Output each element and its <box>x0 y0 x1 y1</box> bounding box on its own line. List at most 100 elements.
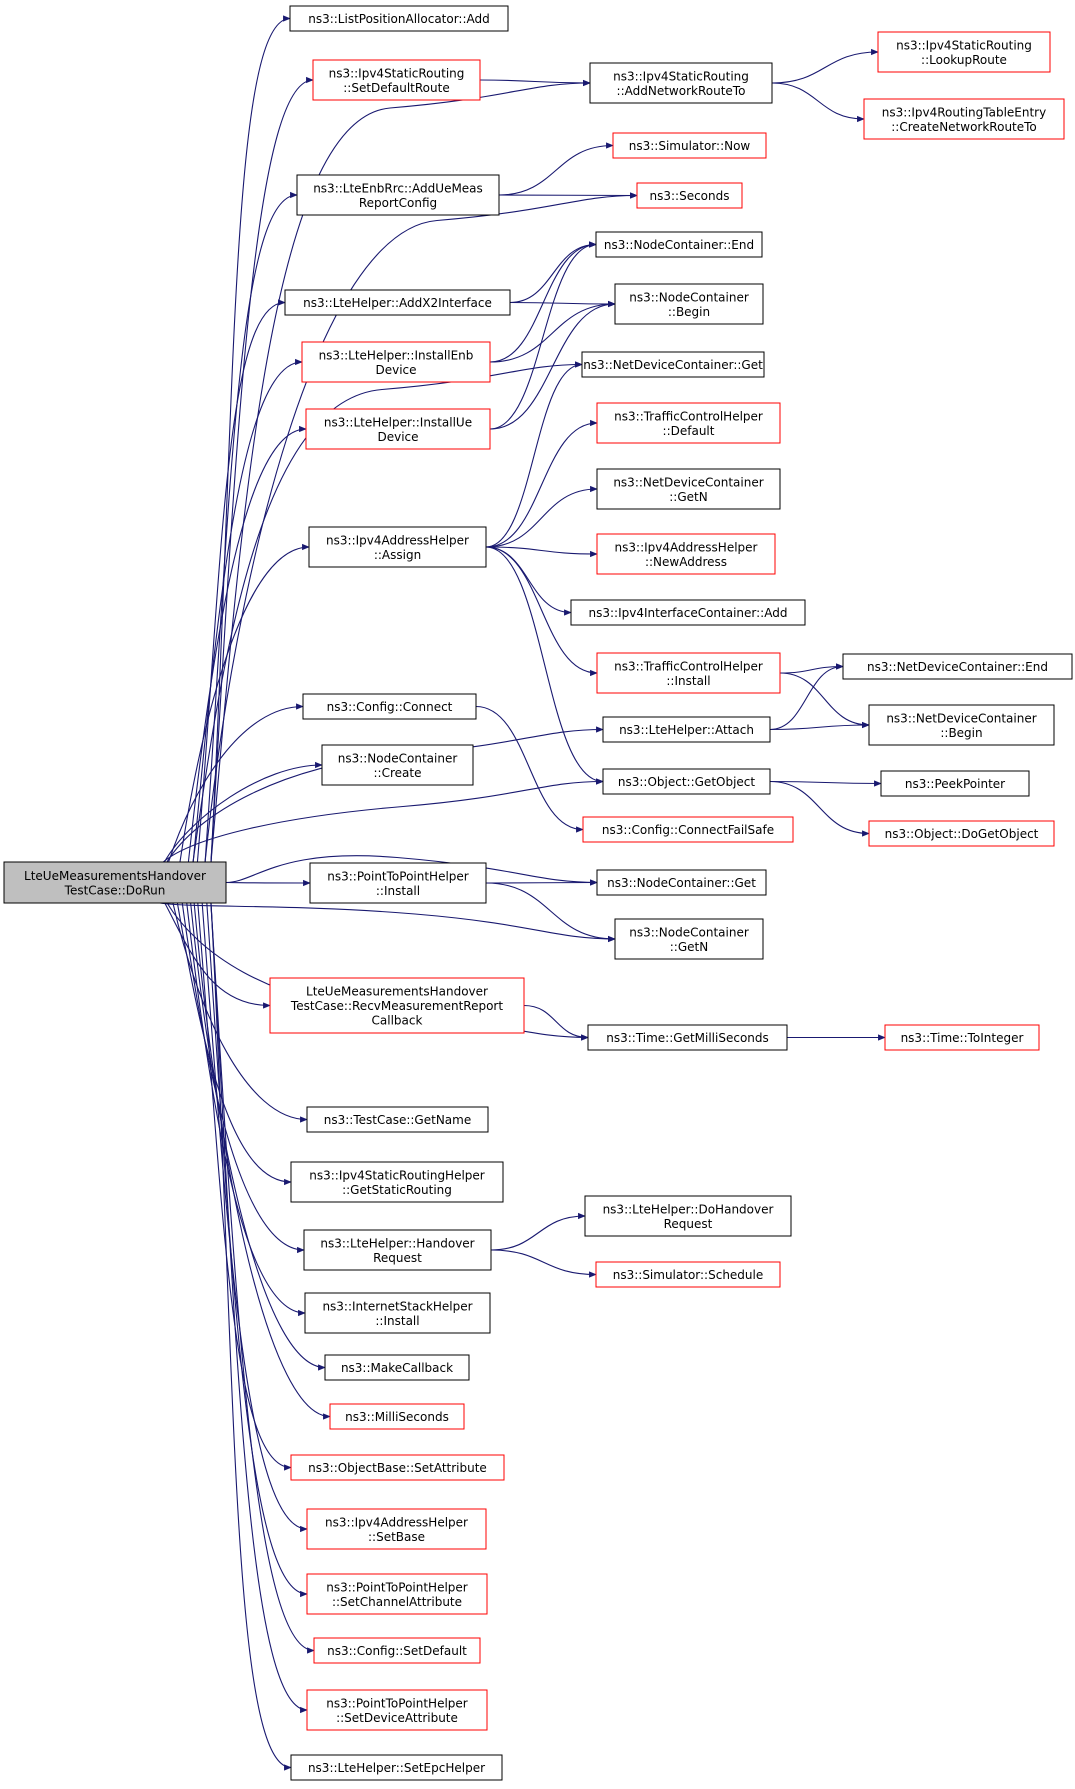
node-ndc_getn[interactable]: ns3::NetDeviceContainer::GetN <box>596 468 781 510</box>
edge-root-to-installue <box>187 425 307 863</box>
node-label-line: ns3::Ipv4RoutingTableEntry <box>882 105 1046 119</box>
node-box <box>296 174 500 216</box>
node-assign[interactable]: ns3::Ipv4AddressHelper::Assign <box>308 526 487 568</box>
node-getname[interactable]: ns3::TestCase::GetName <box>306 1106 489 1133</box>
node-getms[interactable]: ns3::Time::GetMilliSeconds <box>587 1024 788 1051</box>
node-iic_add[interactable]: ns3::Ipv4InterfaceContainer::Add <box>570 599 806 626</box>
node-label-line: ns3::PeekPointer <box>905 777 1005 791</box>
node-p2p_install[interactable]: ns3::PointToPointHelper::Install <box>309 862 487 904</box>
edge-root-to-p2p_install <box>225 879 311 887</box>
node-box <box>305 408 491 450</box>
node-box <box>303 1229 492 1271</box>
node-lookuproute[interactable]: ns3::Ipv4StaticRouting::LookupRoute <box>877 31 1051 73</box>
node-box <box>596 468 781 510</box>
node-box <box>304 1292 491 1334</box>
node-box <box>290 1161 504 1203</box>
edge-handoverreq-to-dohandover <box>490 1212 586 1251</box>
node-peekpointer[interactable]: ns3::PeekPointer <box>880 770 1030 797</box>
node-nc_getn[interactable]: ns3::NodeContainer::GetN <box>614 918 764 960</box>
node-box <box>290 1454 505 1481</box>
node-box <box>3 861 227 904</box>
node-box <box>880 770 1030 797</box>
node-box <box>602 716 771 743</box>
node-label-line: ::Begin <box>668 305 710 319</box>
node-label-line: ns3::NetDeviceContainer <box>613 475 763 489</box>
edge-root-to-getname <box>172 902 308 1123</box>
node-nc_create[interactable]: ns3::NodeContainer::Create <box>321 744 474 786</box>
node-config_connect[interactable]: ns3::Config::Connect <box>302 693 477 720</box>
node-setepchelper[interactable]: ns3::LteHelper::SetEpcHelper <box>290 1754 503 1781</box>
edge-setdefaultroute-to-addnetworkrouteto <box>479 79 591 87</box>
node-setdeviceattr[interactable]: ns3::PointToPointHelper::SetDeviceAttrib… <box>306 1689 488 1731</box>
node-box <box>884 1024 1040 1051</box>
node-label-line: ns3::PointToPointHelper <box>326 1580 468 1594</box>
node-label-line: ns3::NetDeviceContainer <box>886 711 1036 725</box>
node-recvcb[interactable]: LteUeMeasurementsHandoverTestCase::RecvM… <box>269 977 525 1034</box>
node-label-line: ns3::LteEnbRrc::AddUeMeas <box>313 181 483 195</box>
node-setattribute[interactable]: ns3::ObjectBase::SetAttribute <box>290 1454 505 1481</box>
node-addx2[interactable]: ns3::LteHelper::AddX2Interface <box>284 289 511 316</box>
node-tointeger[interactable]: ns3::Time::ToInteger <box>884 1024 1040 1051</box>
node-setbase[interactable]: ns3::Ipv4AddressHelper::SetBase <box>306 1508 487 1550</box>
node-sim_now[interactable]: ns3::Simulator::Now <box>612 132 767 159</box>
node-nc_begin[interactable]: ns3::NodeContainer::Begin <box>614 283 764 325</box>
node-label-line: ns3::NodeContainer <box>629 290 749 304</box>
node-box <box>290 1754 503 1781</box>
node-connectfailsafe[interactable]: ns3::Config::ConnectFailSafe <box>582 816 794 843</box>
node-box <box>313 1637 481 1664</box>
node-box <box>587 1024 788 1051</box>
node-box <box>596 869 767 896</box>
node-box <box>269 977 525 1034</box>
node-dogetobject[interactable]: ns3::Object::DoGetObject <box>868 820 1055 847</box>
node-label-line: ::SetChannelAttribute <box>332 1595 462 1609</box>
node-lte_attach[interactable]: ns3::LteHelper::Attach <box>602 716 771 743</box>
node-schedule[interactable]: ns3::Simulator::Schedule <box>595 1261 781 1288</box>
node-setdefault[interactable]: ns3::Config::SetDefault <box>313 1637 481 1664</box>
edge-root-to-addx2 <box>196 299 286 863</box>
node-label-line: ns3::LteHelper::SetEpcHelper <box>308 1761 485 1775</box>
node-ndc_begin[interactable]: ns3::NetDeviceContainer::Begin <box>868 704 1055 746</box>
node-makecallback[interactable]: ns3::MakeCallback <box>324 1354 470 1381</box>
node-newaddress[interactable]: ns3::Ipv4AddressHelper::NewAddress <box>596 533 776 575</box>
node-nc_get[interactable]: ns3::NodeContainer::Get <box>596 869 767 896</box>
node-ndc_get[interactable]: ns3::NetDeviceContainer::Get <box>581 351 765 378</box>
node-label-line: ns3::NetDeviceContainer::End <box>867 660 1048 674</box>
node-label-line: ns3::Object::GetObject <box>618 775 756 789</box>
node-ish_install[interactable]: ns3::InternetStackHelper::Install <box>304 1292 491 1334</box>
edge-recvcb-to-getms <box>523 1004 589 1041</box>
node-milliseconds[interactable]: ns3::MilliSeconds <box>329 1403 465 1430</box>
edge-root-to-nc_create <box>163 761 323 863</box>
node-tch_install[interactable]: ns3::TrafficControlHelper::Install <box>596 652 781 694</box>
node-createnetworkrouteto[interactable]: ns3::Ipv4RoutingTableEntry::CreateNetwor… <box>863 98 1065 140</box>
node-tch_default[interactable]: ns3::TrafficControlHelper::Default <box>596 402 781 444</box>
node-label-line: LteUeMeasurementsHandover <box>24 869 206 883</box>
node-getstaticrouting[interactable]: ns3::Ipv4StaticRoutingHelper::GetStaticR… <box>290 1161 504 1203</box>
node-setdefaultroute[interactable]: ns3::Ipv4StaticRouting::SetDefaultRoute <box>312 59 481 101</box>
edge-installenb-to-nc_end <box>489 241 597 363</box>
node-getobject[interactable]: ns3::Object::GetObject <box>602 768 771 795</box>
edge-handoverreq-to-schedule <box>490 1249 597 1278</box>
node-setchannelattr[interactable]: ns3::PointToPointHelper::SetChannelAttri… <box>306 1573 488 1615</box>
node-addnetworkrouteto[interactable]: ns3::Ipv4StaticRouting::AddNetworkRouteT… <box>589 62 773 104</box>
node-label-line: ns3::Config::ConnectFailSafe <box>602 823 774 837</box>
node-label-line: ns3::Seconds <box>650 189 730 203</box>
node-ndc_end[interactable]: ns3::NetDeviceContainer::End <box>842 653 1073 680</box>
node-listpos_add[interactable]: ns3::ListPositionAllocator::Add <box>289 5 509 32</box>
node-label-line: ns3::MilliSeconds <box>345 1410 449 1424</box>
edge-root-to-recvcb <box>164 902 271 1009</box>
edge-root-to-addnetworkrouteto <box>210 79 591 863</box>
node-label-line: ns3::PointToPointHelper <box>326 1696 468 1710</box>
node-box <box>595 1261 781 1288</box>
node-label-line: ns3::NodeContainer <box>338 751 458 765</box>
node-seconds[interactable]: ns3::Seconds <box>636 182 743 209</box>
node-nc_end[interactable]: ns3::NodeContainer::End <box>595 231 763 258</box>
edge-assign-to-iic_add <box>485 546 572 616</box>
node-label-line: ns3::Object::DoGetObject <box>885 827 1039 841</box>
node-box <box>581 351 765 378</box>
